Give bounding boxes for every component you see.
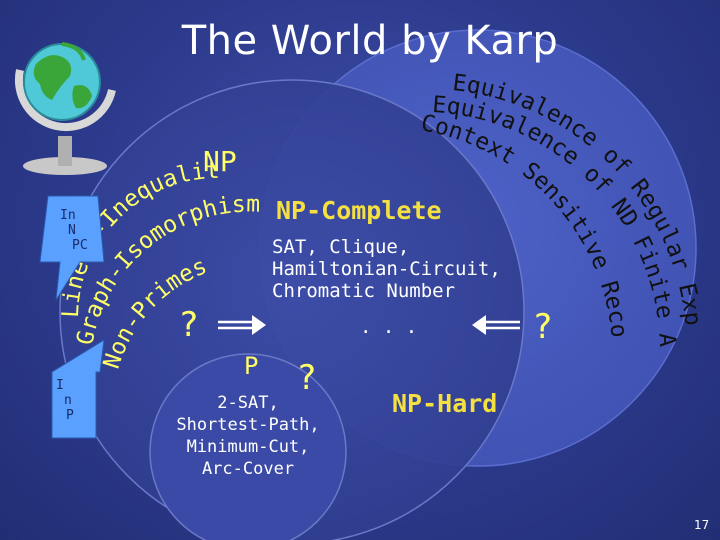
npc-problem: SAT, Clique,	[272, 236, 410, 258]
p-problem-list: 2-SAT, Shortest-Path, Minimum-Cut, Arc-C…	[168, 392, 328, 480]
callout-bottom-text: I n P	[56, 378, 74, 423]
question-mark-p: ?	[298, 358, 317, 398]
callout-top-text: In N PC	[60, 208, 88, 253]
callout-bottom-shape	[51, 339, 105, 439]
np-label: NP	[203, 145, 237, 178]
question-mark-right: ?	[534, 307, 553, 347]
p-problem: Minimum-Cut,	[186, 437, 310, 457]
p-problem: 2-SAT,	[217, 393, 279, 413]
npc-label: NP-Complete	[276, 196, 442, 225]
question-mark-left: ?	[180, 305, 199, 345]
callout-top-shape	[39, 195, 105, 301]
page-number: 17	[694, 518, 710, 532]
npc-problem: Chromatic Number	[272, 280, 456, 302]
p-label: P	[244, 352, 259, 380]
npc-ellipsis: . . .	[360, 316, 418, 338]
slide-title: The World by Karp	[181, 18, 559, 64]
p-circle	[149, 353, 347, 540]
npc-problem-list: SAT, Clique, Hamiltonian-Circuit, Chroma…	[272, 236, 501, 302]
arrow-left-right	[218, 315, 266, 335]
arrow-right-left	[472, 315, 520, 335]
nphard-label: NP-Hard	[392, 389, 498, 418]
p-problem: Arc-Cover	[201, 459, 295, 479]
globe-icon	[14, 42, 116, 175]
p-problem: Shortest-Path,	[176, 415, 320, 435]
npc-problem: Hamiltonian-Circuit,	[272, 258, 501, 280]
